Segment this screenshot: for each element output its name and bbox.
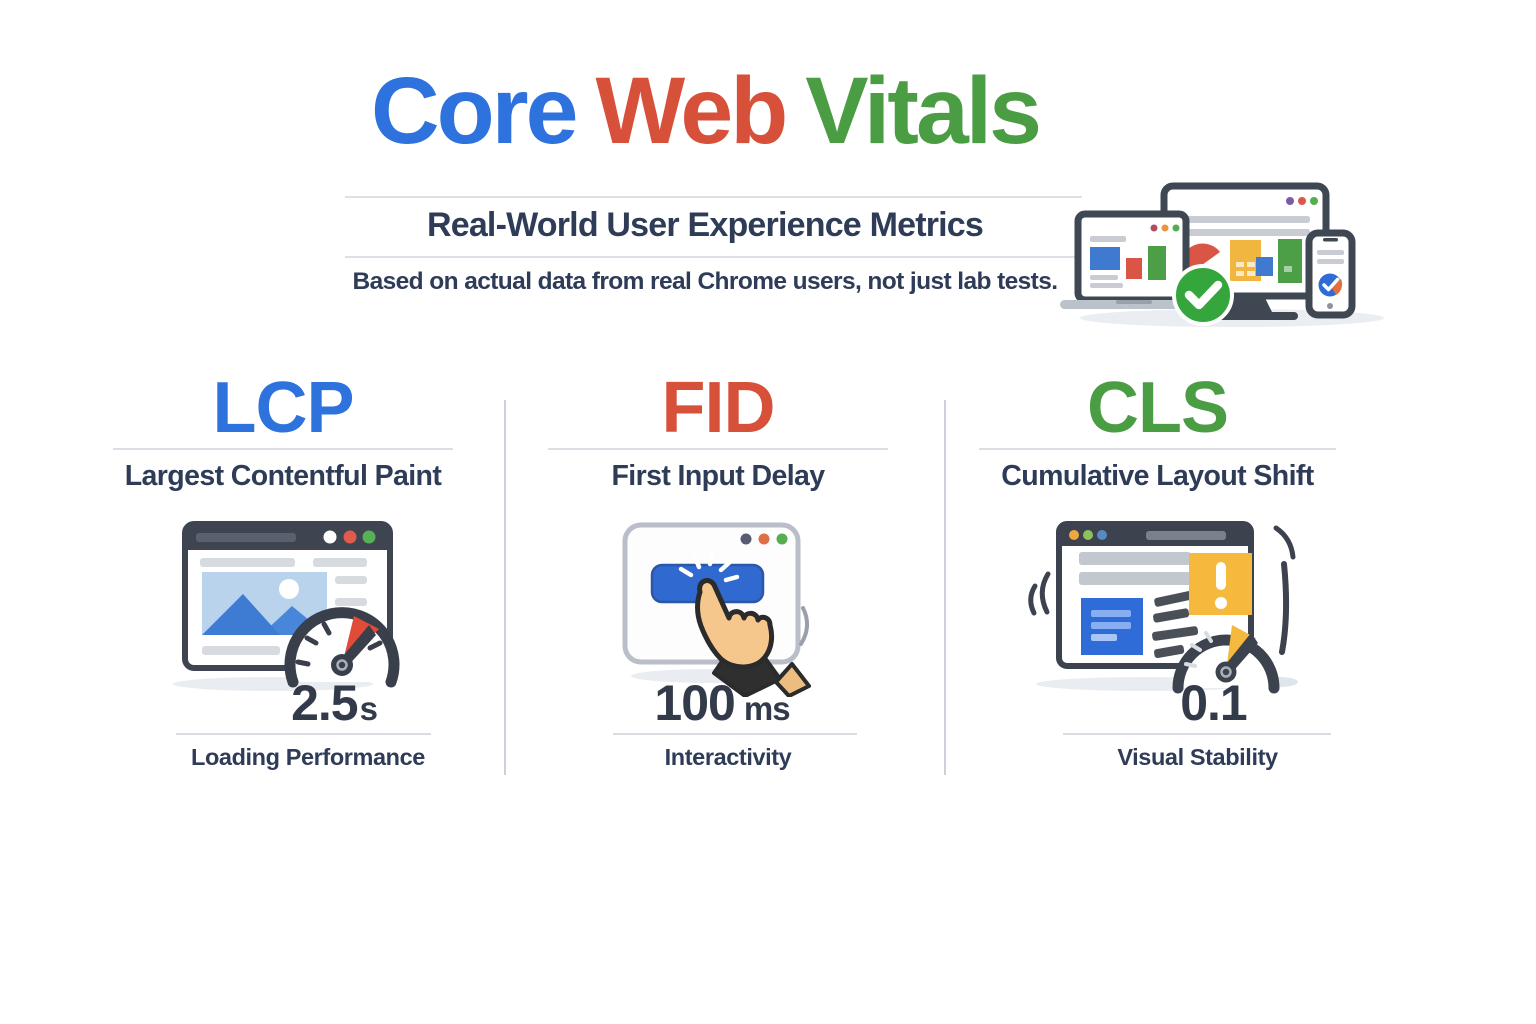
metric-label: Loading Performance: [191, 744, 425, 770]
title-word-vitals: Vitals: [805, 58, 1042, 164]
metric-unit: s: [359, 690, 378, 727]
laptop-icon: [1060, 210, 1210, 309]
metric-card-lcp: LCP Largest Contentful Paint: [110, 372, 456, 792]
metric-card-fid: FID First Input Delay: [545, 372, 891, 792]
metric-value: 2.5s: [291, 675, 378, 731]
metric-label: Interactivity: [664, 744, 792, 770]
metric-card-cls: CLS Cumulative Layout Shift: [975, 372, 1340, 792]
metric-abbr: LCP: [212, 368, 355, 448]
layout-shift-speedometer-icon: [1027, 521, 1298, 694]
devices-illustration: [1052, 176, 1396, 334]
separator-line: [345, 196, 1082, 198]
smartphone-icon: [1305, 229, 1356, 319]
metric-abbr: CLS: [1087, 368, 1229, 448]
subtitle: Real-World User Experience Metrics: [426, 206, 984, 244]
metric-name: Cumulative Layout Shift: [1001, 460, 1314, 492]
separator-line: [978, 448, 1337, 450]
title-word-core: Core: [370, 58, 578, 164]
metric-abbr: FID: [661, 368, 776, 448]
metric-name: Largest Contentful Paint: [124, 460, 442, 492]
metric-name: First Input Delay: [611, 460, 825, 492]
browser-image-speedometer-icon: [173, 521, 400, 691]
separator-line: [613, 733, 857, 735]
check-badge-icon: [1172, 264, 1234, 326]
separator-line: [548, 448, 888, 450]
tagline: Based on actual data from real Chrome us…: [352, 268, 1059, 295]
separator-line: [1063, 733, 1331, 735]
column-divider: [944, 400, 946, 775]
separator-line: [176, 733, 431, 735]
separator-line: [113, 448, 453, 450]
metric-label: Visual Stability: [1117, 744, 1278, 770]
metric-value: 0.1: [1180, 675, 1248, 731]
responsive-devices-icon: [1060, 182, 1384, 327]
column-divider: [504, 400, 506, 775]
title-word-web: Web: [595, 58, 788, 164]
click-hand-button-icon: [622, 522, 811, 698]
separator-line: [345, 256, 1082, 258]
metric-unit: ms: [743, 690, 791, 727]
